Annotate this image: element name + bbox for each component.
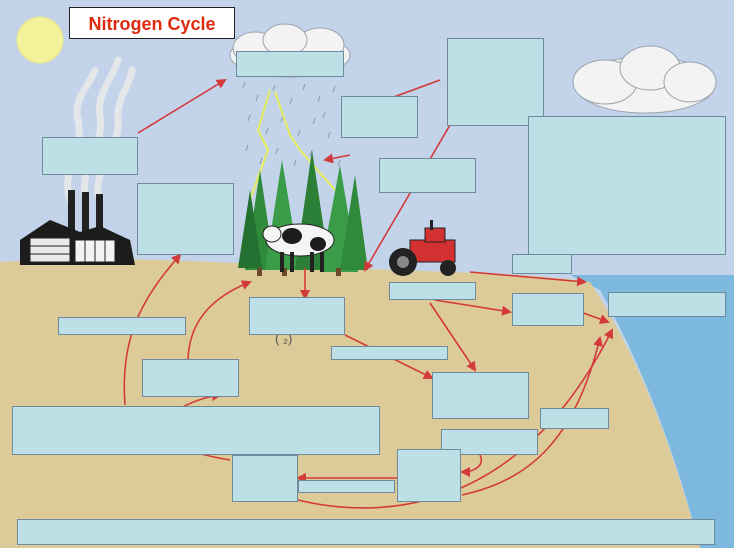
factory-icon xyxy=(20,190,135,265)
rain xyxy=(242,81,341,167)
label-box-10[interactable] xyxy=(512,293,584,326)
cloud-icon xyxy=(572,45,717,114)
label-box-17[interactable] xyxy=(12,406,380,455)
label-box-13[interactable] xyxy=(58,317,186,335)
label-box-4[interactable] xyxy=(42,137,138,175)
label-box-21[interactable] xyxy=(397,449,461,502)
label-box-9[interactable] xyxy=(389,282,476,300)
water-area xyxy=(570,275,734,548)
label-box-16[interactable] xyxy=(432,372,529,419)
label-box-6[interactable] xyxy=(379,158,476,193)
cow-icon xyxy=(262,223,335,272)
forest-icon xyxy=(238,150,368,276)
label-box-8[interactable] xyxy=(512,254,572,274)
label-box-3[interactable] xyxy=(341,96,418,138)
label-box-1[interactable] xyxy=(236,51,344,77)
tractor-icon xyxy=(389,220,456,276)
label-box-23[interactable] xyxy=(17,519,715,545)
label-box-7[interactable] xyxy=(528,116,726,255)
label-box-2[interactable] xyxy=(447,38,544,126)
label-box-11[interactable] xyxy=(608,292,726,317)
lightning-icon xyxy=(249,89,336,201)
diagram-title: Nitrogen Cycle xyxy=(69,7,235,39)
label-box-15[interactable] xyxy=(142,359,239,397)
label-box-14[interactable] xyxy=(331,346,448,360)
label-box-18[interactable] xyxy=(540,408,609,429)
soil-area xyxy=(0,259,700,548)
sun-icon xyxy=(16,16,64,64)
label-box-5[interactable] xyxy=(137,183,234,255)
label-box-22[interactable] xyxy=(298,480,395,493)
label-box-20[interactable] xyxy=(232,455,298,502)
label-box-12[interactable] xyxy=(249,297,345,335)
smoke xyxy=(64,56,136,204)
